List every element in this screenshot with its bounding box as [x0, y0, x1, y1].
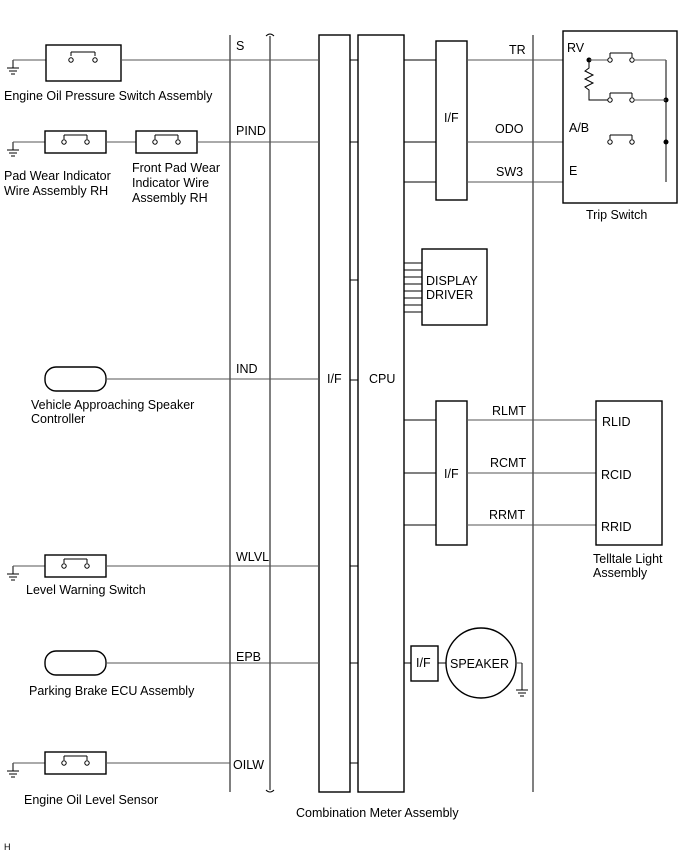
ground-icon — [7, 763, 19, 778]
telltale-light-assembly — [595, 400, 663, 546]
speaker-label: SPEAKER — [450, 657, 509, 671]
footer-code: H — [4, 842, 11, 852]
telltale-circuit: I/F RLMT RCMT RRMT RLID RCID RRID Tellta… — [404, 400, 663, 580]
resistor-icon — [583, 60, 608, 101]
switch-contact-icon — [607, 92, 666, 103]
front-pad-wear-label-3: Assembly RH — [132, 191, 208, 205]
engine-oil-level-sensor — [44, 751, 107, 775]
telltale-label-2: Assembly — [593, 566, 648, 580]
terminal-e: E — [569, 164, 577, 178]
switch-contact-icon — [61, 755, 90, 766]
terminal-rrid: RRID — [601, 520, 632, 534]
ground-icon — [7, 60, 19, 75]
terminal-odo: ODO — [495, 122, 524, 136]
terminal-oilw: OILW — [233, 758, 264, 772]
display-driver-circuit: DISPLAY DRIVER — [404, 248, 488, 326]
terminal-ind: IND — [236, 362, 258, 376]
ground-icon — [7, 142, 19, 157]
cpu-label: CPU — [369, 372, 395, 386]
display-driver-label-1: DISPLAY — [426, 274, 479, 288]
ground-icon — [516, 663, 528, 697]
terminal-rcmt: RCMT — [490, 456, 526, 470]
if-speaker-label: I/F — [416, 656, 431, 670]
switch-contact-icon — [152, 134, 181, 145]
ground-icon — [7, 566, 19, 581]
switch-contact-icon — [589, 52, 666, 63]
engine-oil-level-sensor-label: Engine Oil Level Sensor — [24, 793, 158, 807]
display-driver-label-2: DRIVER — [426, 288, 473, 302]
speaker-circuit: I/F SPEAKER — [404, 627, 528, 699]
internal-bus-stubs — [350, 59, 358, 764]
combination-meter-label: Combination Meter Assembly — [296, 806, 459, 820]
pad-wear-rh-label-1: Pad Wear Indicator — [4, 169, 111, 183]
terminal-rlid: RLID — [602, 415, 630, 429]
terminal-pind: PIND — [236, 124, 266, 138]
if-telltale-label: I/F — [444, 467, 459, 481]
vehicle-approaching-speaker-controller — [44, 366, 107, 392]
engine-oil-level-circuit: Engine Oil Level Sensor OILW — [7, 751, 264, 807]
level-warning-switch — [44, 554, 107, 578]
pad-wear-rh-label-2: Wire Assembly RH — [4, 184, 108, 198]
terminal-rv: RV — [567, 41, 585, 55]
vehicle-approaching-label-1: Vehicle Approaching Speaker — [31, 398, 194, 412]
engine-oil-pressure-switch-label: Engine Oil Pressure Switch Assembly — [4, 89, 213, 103]
trip-switch-circuit: I/F TR ODO SW3 RV A/B E — [404, 30, 678, 222]
front-pad-wear-label-2: Indicator Wire — [132, 176, 209, 190]
if-trip-label: I/F — [444, 111, 459, 125]
trip-switch — [562, 30, 678, 204]
level-warning-switch-label: Level Warning Switch — [26, 583, 146, 597]
telltale-label-1: Telltale Light — [593, 552, 663, 566]
pad-wear-indicator-rh — [44, 130, 107, 154]
switch-contact-icon — [68, 51, 98, 63]
terminal-sw3: SW3 — [496, 165, 523, 179]
pad-wear-circuit: Pad Wear Indicator Wire Assembly RH Fron… — [4, 124, 319, 205]
level-warning-circuit: Level Warning Switch WLVL — [7, 550, 319, 597]
if-telltale-block — [435, 400, 468, 546]
terminal-s: S — [236, 39, 244, 53]
front-pad-wear-indicator-rh — [135, 130, 198, 154]
engine-oil-pressure-circuit: Engine Oil Pressure Switch Assembly S — [4, 39, 319, 103]
display-driver-block — [421, 248, 488, 326]
parking-brake-ecu — [44, 650, 107, 676]
terminal-rrmt: RRMT — [489, 508, 525, 522]
terminal-tr: TR — [509, 43, 526, 57]
if-trip-block — [435, 40, 468, 201]
switch-contact-icon — [61, 558, 90, 569]
parking-brake-circuit: Parking Brake ECU Assembly EPB — [29, 650, 319, 698]
engine-oil-pressure-switch — [45, 44, 122, 82]
switch-contact-icon — [61, 134, 90, 145]
terminal-rlmt: RLMT — [492, 404, 526, 418]
switch-contact-icon — [607, 134, 635, 145]
if-left-block — [318, 34, 351, 793]
trip-switch-label: Trip Switch — [586, 208, 647, 222]
parking-brake-ecu-label: Parking Brake ECU Assembly — [29, 684, 195, 698]
vehicle-approaching-label-2: Controller — [31, 412, 85, 426]
front-pad-wear-label-1: Front Pad Wear — [132, 161, 220, 175]
if-left-label: I/F — [327, 372, 342, 386]
terminal-ab: A/B — [569, 121, 589, 135]
terminal-rcid: RCID — [601, 468, 632, 482]
terminal-epb: EPB — [236, 650, 261, 664]
cpu-block — [357, 34, 405, 793]
terminal-wlvl: WLVL — [236, 550, 269, 564]
vehicle-approaching-circuit: Vehicle Approaching Speaker Controller I… — [31, 362, 319, 426]
